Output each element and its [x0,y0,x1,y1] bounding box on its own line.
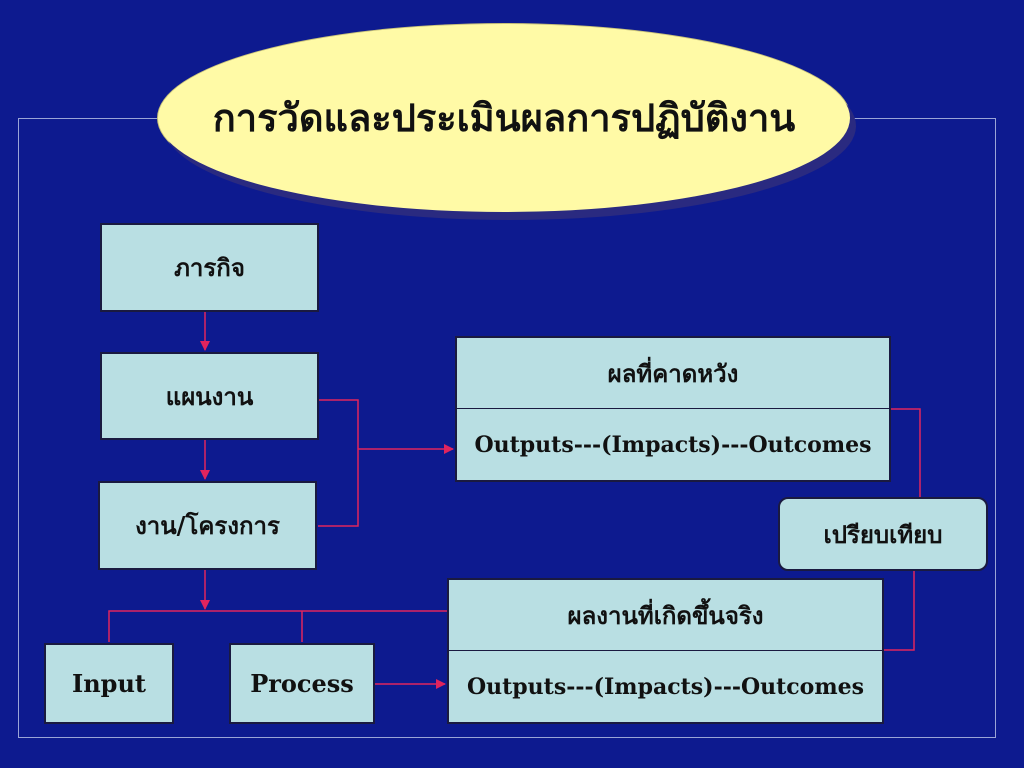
plan-box: แผนงาน [100,352,319,440]
actual-results-header: ผลงานที่เกิดขึ้นจริง [449,580,882,651]
process-box: Process [229,643,375,724]
expected-results-box: ผลที่คาดหวัง Outputs---(Impacts)---Outco… [455,336,891,482]
actual-results-box: ผลงานที่เกิดขึ้นจริง Outputs---(Impacts)… [447,578,884,724]
actual-results-detail: Outputs---(Impacts)---Outcomes [466,673,865,700]
expected-results-header: ผลที่คาดหวัง [457,338,889,409]
line-actual-to-compare [884,571,915,651]
input-box: Input [44,643,174,724]
expected-results-detail: Outputs---(Impacts)---Outcomes [474,431,872,458]
line-expected-to-compare [890,408,921,497]
line-plan-bracket [318,399,359,527]
line-input-process-actual [108,610,447,642]
mission-box: ภารกิจ [100,223,319,312]
compare-box: เปรียบเทียบ [778,497,988,571]
project-box: งาน/โครงการ [98,481,317,570]
page-title: การวัดและประเมินผลการปฏิบัติงาน [212,95,796,140]
title-ellipse [158,24,850,212]
